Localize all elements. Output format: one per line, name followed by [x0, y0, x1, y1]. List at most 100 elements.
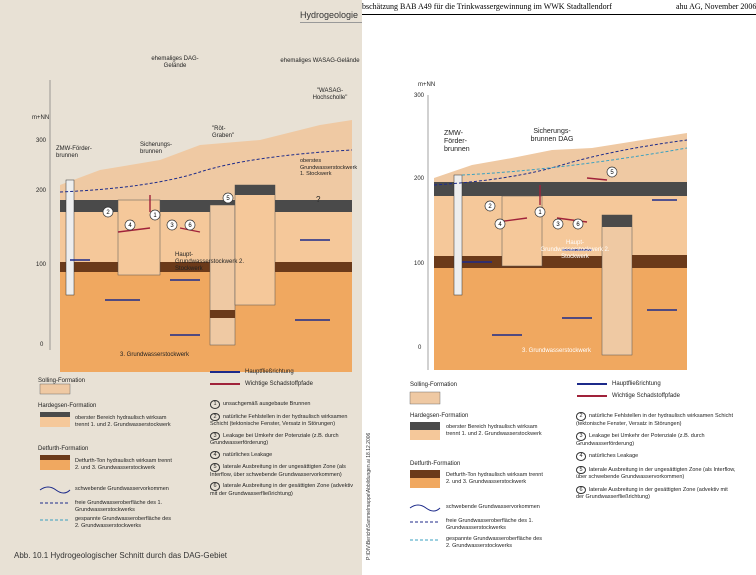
question-mark: ?: [316, 195, 321, 204]
legend-detfurth-swatch: [40, 460, 70, 470]
legend-hardegsen-swatch: [40, 417, 70, 427]
hardegsen-layer: [60, 212, 352, 262]
region-wasag: ehemaliges WASAG-Gelände: [280, 58, 360, 64]
svg-text:4: 4: [498, 222, 502, 228]
legend-hardegsen-desc: oberster Bereich hydraulisch wirksam tre…: [446, 424, 542, 437]
pathway-marker-1: 1: [149, 209, 161, 221]
pathway-marker-2: 2: [484, 200, 496, 212]
pathway-marker-3: 3: [552, 218, 564, 230]
label-roet: "Röt-Graben": [212, 126, 235, 139]
pathway-marker-1: 1: [534, 206, 546, 218]
legend-solling-swatch: [39, 383, 71, 395]
tick-200: 200: [414, 176, 425, 182]
pathway-marker-5: 5: [606, 166, 618, 178]
svg-text:2: 2: [488, 204, 492, 210]
tick-300: 300: [36, 138, 47, 144]
dark-band-c: [275, 262, 352, 272]
svg-text:2: 2: [106, 210, 110, 216]
legend-hardegsen: Hardegsen-Formation: [410, 413, 469, 419]
pathway-marker-5: 5: [222, 192, 234, 204]
zmw-well: [453, 174, 463, 296]
zmw-well: [65, 179, 75, 296]
label-stockwerk1: oberstes Grundwasserstockwerk 1. Stockwe…: [300, 158, 358, 177]
svg-text:5: 5: [610, 170, 614, 176]
dark-band-a: [602, 215, 632, 227]
y-axis-label: m+NN: [418, 82, 436, 88]
svg-text:6: 6: [188, 223, 192, 229]
legend-gespannt: gespannte Grundwasseroberfläche des 2. G…: [75, 516, 172, 529]
svg-text:4: 4: [128, 223, 132, 229]
dark-band-a: [235, 185, 275, 195]
pathway-marker-6: 6: [184, 219, 196, 231]
tick-0: 0: [418, 345, 422, 351]
figure-caption: Abb. 10.1 Hydrogeologischer Schnitt durc…: [14, 551, 228, 560]
legend-solling: Solling-Formation: [38, 378, 86, 384]
pathway-marker-6: 6: [572, 218, 584, 230]
legend-solling-swatch: [409, 391, 441, 405]
label-stockwerk3: 3. Grundwasserstockwerk: [522, 348, 592, 354]
legend-schwebend: schwebende Grundwasservorkommen: [446, 504, 540, 510]
tick-100: 100: [36, 262, 47, 268]
legend-hardegsen-swatch: [410, 430, 440, 440]
label-sicherung: Sicherungs-brunnen DAG: [530, 128, 574, 143]
fault-block-3: [234, 184, 276, 306]
book-cross-section: 1 2 3 4 5 6: [39, 80, 353, 521]
svg-text:1: 1: [538, 210, 542, 216]
legend-haupt: Hauptfließrichtung: [612, 381, 661, 387]
label-sicherung: Sicherungs-brunnen: [140, 142, 173, 155]
tick-200: 200: [36, 188, 47, 194]
legend-schwebend: schwebende Grundwasservorkommen: [75, 486, 169, 492]
label-zmw: ZMW-Förder-brunnen: [56, 146, 92, 159]
legend-hardegsen-desc: oberster Bereich hydraulisch wirksam tre…: [75, 415, 171, 428]
label-haupt: Haupt-Grundwasserstockwerk 2. Stockwerk: [540, 240, 610, 260]
tick-100: 100: [414, 261, 425, 267]
tick-0: 0: [40, 342, 44, 348]
label-zmw: ZMW-Förder-brunnen: [444, 130, 470, 153]
free-water-table: [59, 149, 353, 193]
region-dag: ehemaliges DAG-Gelände: [151, 56, 199, 69]
legend-detfurth-desc: Detfurth-Ton hydraulisch wirksam trennt …: [446, 472, 543, 485]
legend-gespannt: gespannte Grundwasseroberfläche des 2. G…: [446, 536, 543, 549]
legend-detfurth: Detfurth-Formation: [410, 461, 461, 467]
legend-frei: freie Grundwasseroberfläche des 1. Grund…: [75, 500, 163, 513]
fault-block-2: [601, 214, 633, 356]
legend-haupt: Hauptfließrichtung: [245, 369, 294, 375]
pathway-marker-3: 3: [166, 219, 178, 231]
pathway-marker-4: 4: [494, 218, 506, 230]
legend-detfurth: Detfurth-Formation: [38, 446, 89, 452]
detfurth-layer: [434, 268, 687, 370]
legend-frei: freie Grundwasseroberfläche des 1. Grund…: [446, 518, 534, 531]
legend-detfurth-desc: Detfurth-Ton hydraulisch wirksam trennt …: [75, 458, 172, 471]
report-page-panel: bschätzung BAB A49 für die Trinkwasserge…: [362, 0, 756, 575]
label-stockwerk3: 3. Grundwasserstockwerk: [120, 352, 190, 358]
legend-detfurth-swatch-top: [410, 470, 440, 478]
y-axis-label: m+NN: [32, 115, 50, 121]
dark-band-b: [210, 310, 235, 318]
page-header: Hydrogeologie: [300, 10, 359, 20]
legend-schwebend-symbol: [39, 486, 71, 494]
legend-hardegsen: Hardegsen-Formation: [38, 403, 97, 409]
confined-water-table: [461, 147, 688, 176]
svg-text:5: 5: [226, 196, 230, 202]
hardegsen-top-band: [434, 182, 687, 196]
fault-block-1: [501, 195, 543, 267]
legend-detfurth-swatch: [410, 478, 440, 488]
svg-text:3: 3: [556, 222, 560, 228]
report-cross-section: 1 2 3 4 5 6: [409, 95, 688, 541]
legend-schad: Wichtige Schadstoffpfade: [612, 393, 680, 399]
header-rule: [362, 14, 756, 15]
svg-text:1: 1: [153, 213, 157, 219]
legend-solling: Solling-Formation: [410, 382, 458, 388]
